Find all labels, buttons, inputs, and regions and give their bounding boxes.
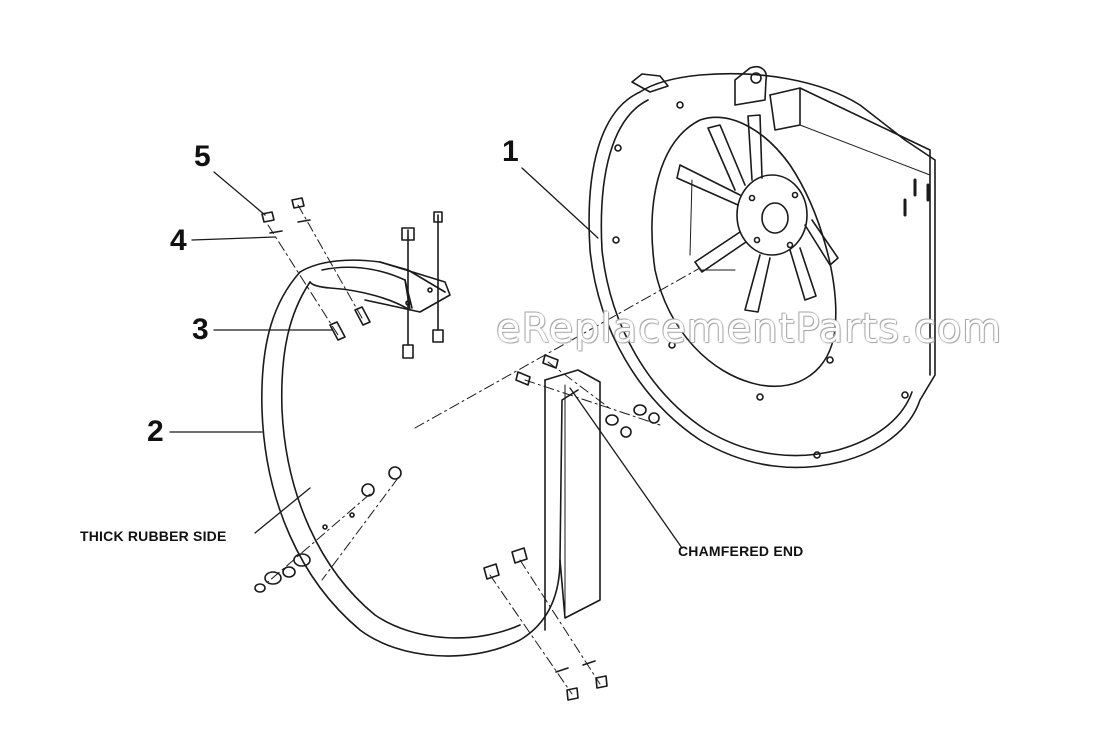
- leader-thick-rubber-side: [254, 487, 311, 534]
- leader-1: [521, 167, 599, 239]
- rubber-seal-strap: [261, 259, 601, 657]
- assembly-centerlines: [267, 204, 701, 695]
- label-chamfered-end: CHAMFERED END: [678, 543, 804, 559]
- leader-lines: [169, 167, 683, 549]
- callout-5: 5: [194, 140, 211, 173]
- leader-chamfered-end: [569, 387, 683, 549]
- callout-2: 2: [147, 415, 164, 448]
- callout-4: 4: [170, 224, 187, 257]
- watermark: eReplacementParts.com: [496, 306, 1003, 352]
- label-thick-rubber-side: THICK RUBBER SIDE: [80, 528, 227, 544]
- leader-4: [191, 236, 276, 241]
- hardware: [254, 197, 660, 701]
- callout-3: 3: [192, 313, 209, 346]
- blower-housing: [588, 65, 936, 469]
- callout-1: 1: [502, 135, 519, 168]
- leader-5: [213, 171, 266, 216]
